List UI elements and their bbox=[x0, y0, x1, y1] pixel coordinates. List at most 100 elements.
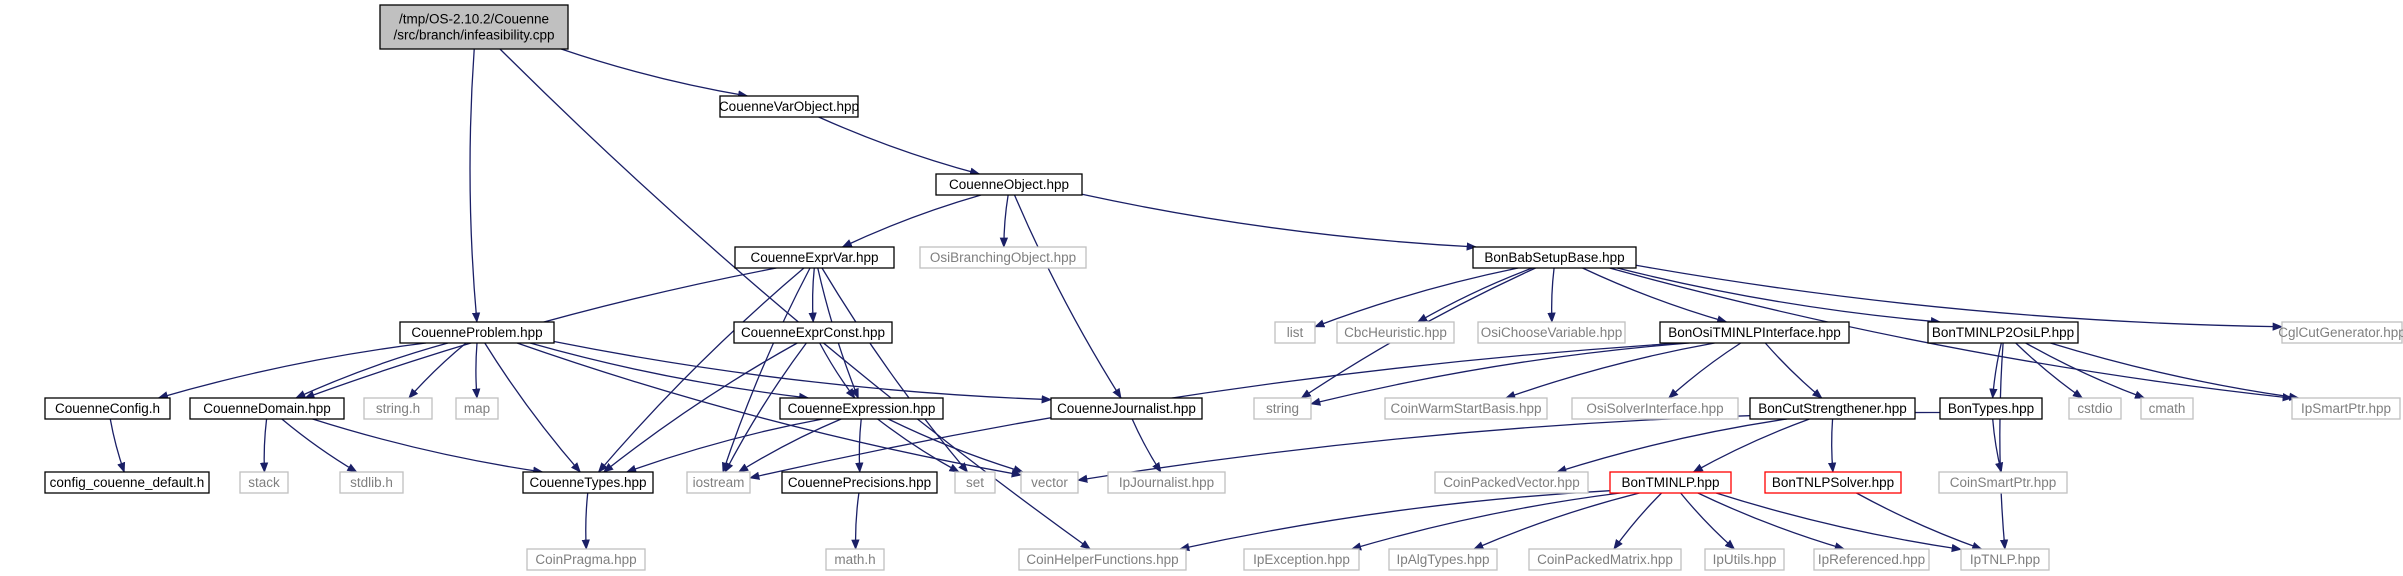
node-box[interactable] bbox=[239, 471, 289, 494]
node-stringh[interactable]: string.h bbox=[363, 397, 433, 420]
node-box[interactable] bbox=[2140, 397, 2194, 420]
node-object[interactable]: CouenneObject.hpp bbox=[935, 173, 1083, 196]
node-box[interactable] bbox=[2291, 397, 2401, 420]
node-box[interactable] bbox=[44, 471, 210, 494]
node-tnlpsolver[interactable]: BonTNLPSolver.hpp bbox=[1764, 471, 1902, 494]
node-coinpackedmat[interactable]: CoinPackedMatrix.hpp bbox=[1528, 548, 1682, 571]
node-coinpragma[interactable]: CoinPragma.hpp bbox=[526, 548, 646, 571]
node-box[interactable] bbox=[1336, 321, 1455, 344]
node-box[interactable] bbox=[1571, 397, 1739, 420]
node-box[interactable] bbox=[44, 397, 171, 420]
node-box[interactable] bbox=[719, 95, 859, 118]
node-box[interactable] bbox=[1609, 471, 1732, 494]
node-box[interactable] bbox=[379, 4, 569, 50]
node-iputils[interactable]: IpUtils.hpp bbox=[1704, 548, 1785, 571]
node-cbcheur[interactable]: CbcHeuristic.hpp bbox=[1336, 321, 1455, 344]
node-box[interactable] bbox=[1384, 397, 1548, 420]
node-root[interactable]: /tmp/OS-2.10.2/Couenne/src/branch/infeas… bbox=[379, 4, 569, 50]
node-box[interactable] bbox=[1960, 548, 2050, 571]
node-cutstrength[interactable]: BonCutStrengthener.hpp bbox=[1749, 397, 1916, 420]
node-bontminlp[interactable]: BonTMINLP.hpp bbox=[1609, 471, 1732, 494]
node-coinhelper[interactable]: CoinHelperFunctions.hpp bbox=[1018, 548, 1187, 571]
node-ipreferenced[interactable]: IpReferenced.hpp bbox=[1813, 548, 1930, 571]
node-box[interactable] bbox=[1020, 471, 1079, 494]
node-box[interactable] bbox=[935, 173, 1083, 196]
node-list[interactable]: list bbox=[1274, 321, 1316, 344]
node-exprconst[interactable]: CouenneExprConst.hpp bbox=[733, 321, 893, 344]
node-journalist[interactable]: CouenneJournalist.hpp bbox=[1050, 397, 1203, 420]
node-box[interactable] bbox=[455, 397, 499, 420]
node-box[interactable] bbox=[399, 321, 555, 344]
node-box[interactable] bbox=[1813, 548, 1930, 571]
node-box[interactable] bbox=[1938, 471, 2068, 494]
node-box[interactable] bbox=[1388, 548, 1498, 571]
node-stack[interactable]: stack bbox=[239, 471, 289, 494]
node-expression[interactable]: CouenneExpression.hpp bbox=[779, 397, 944, 420]
node-iostream[interactable]: iostream bbox=[686, 471, 751, 494]
node-box[interactable] bbox=[339, 471, 404, 494]
node-box[interactable] bbox=[919, 246, 1087, 269]
node-babsetup[interactable]: BonBabSetupBase.hpp bbox=[1472, 246, 1637, 269]
node-mathh[interactable]: math.h bbox=[825, 548, 885, 571]
node-problem[interactable]: CouenneProblem.hpp bbox=[399, 321, 555, 344]
node-varobject[interactable]: CouenneVarObject.hpp bbox=[719, 95, 859, 118]
node-box[interactable] bbox=[1018, 548, 1187, 571]
node-cstdio[interactable]: cstdio bbox=[2068, 397, 2122, 420]
node-coinpackedvec[interactable]: CoinPackedVector.hpp bbox=[1434, 471, 1589, 494]
node-box[interactable] bbox=[2281, 321, 2403, 344]
node-box[interactable] bbox=[686, 471, 751, 494]
node-box[interactable] bbox=[825, 548, 885, 571]
node-osichoose[interactable]: OsiChooseVariable.hpp bbox=[1477, 321, 1626, 344]
node-box[interactable] bbox=[1253, 397, 1312, 420]
node-box[interactable] bbox=[1274, 321, 1316, 344]
node-osibranching[interactable]: OsiBranchingObject.hpp bbox=[919, 246, 1087, 269]
node-coinwarm[interactable]: CoinWarmStartBasis.hpp bbox=[1384, 397, 1548, 420]
node-box[interactable] bbox=[1050, 397, 1203, 420]
node-ipalgtypes[interactable]: IpAlgTypes.hpp bbox=[1388, 548, 1498, 571]
node-box[interactable] bbox=[1764, 471, 1902, 494]
node-box[interactable] bbox=[189, 397, 345, 420]
node-config[interactable]: CouenneConfig.h bbox=[44, 397, 171, 420]
node-map[interactable]: map bbox=[455, 397, 499, 420]
node-box[interactable] bbox=[526, 548, 646, 571]
node-cglcut[interactable]: CglCutGenerator.hpp bbox=[2278, 321, 2403, 344]
node-box[interactable] bbox=[1243, 548, 1360, 571]
node-domain[interactable]: CouenneDomain.hpp bbox=[189, 397, 345, 420]
node-types[interactable]: CouenneTypes.hpp bbox=[522, 471, 654, 494]
node-box[interactable] bbox=[1659, 321, 1850, 344]
node-osisolver[interactable]: OsiSolverInterface.hpp bbox=[1571, 397, 1739, 420]
node-box[interactable] bbox=[734, 246, 895, 269]
node-box[interactable] bbox=[522, 471, 654, 494]
node-ipsmartptr[interactable]: IpSmartPtr.hpp bbox=[2291, 397, 2401, 420]
node-set[interactable]: set bbox=[954, 471, 996, 494]
node-vector[interactable]: vector bbox=[1020, 471, 1079, 494]
node-box[interactable] bbox=[2068, 397, 2122, 420]
node-box[interactable] bbox=[1107, 471, 1226, 494]
node-stdlib[interactable]: stdlib.h bbox=[339, 471, 404, 494]
node-box[interactable] bbox=[1477, 321, 1626, 344]
node-box[interactable] bbox=[779, 397, 944, 420]
node-ipjournalist[interactable]: IpJournalist.hpp bbox=[1107, 471, 1226, 494]
node-tminlp2osilp[interactable]: BonTMINLP2OsiLP.hpp bbox=[1927, 321, 2079, 344]
node-ipexception[interactable]: IpException.hpp bbox=[1243, 548, 1360, 571]
node-coinsmartptr[interactable]: CoinSmartPtr.hpp bbox=[1938, 471, 2068, 494]
node-string[interactable]: string bbox=[1253, 397, 1312, 420]
node-box[interactable] bbox=[1749, 397, 1916, 420]
node-box[interactable] bbox=[1472, 246, 1637, 269]
node-box[interactable] bbox=[1927, 321, 2079, 344]
node-iptnlp[interactable]: IpTNLP.hpp bbox=[1960, 548, 2050, 571]
node-ositminlp[interactable]: BonOsiTMINLPInterface.hpp bbox=[1659, 321, 1850, 344]
node-box[interactable] bbox=[733, 321, 893, 344]
node-box[interactable] bbox=[1434, 471, 1589, 494]
node-box[interactable] bbox=[954, 471, 996, 494]
node-box[interactable] bbox=[1528, 548, 1682, 571]
node-bontypes[interactable]: BonTypes.hpp bbox=[1939, 397, 2043, 420]
node-configdef[interactable]: config_couenne_default.h bbox=[44, 471, 210, 494]
node-cmath[interactable]: cmath bbox=[2140, 397, 2194, 420]
node-box[interactable] bbox=[1704, 548, 1785, 571]
node-box[interactable] bbox=[363, 397, 433, 420]
node-precisions[interactable]: CouennePrecisions.hpp bbox=[781, 471, 938, 494]
node-box[interactable] bbox=[1939, 397, 2043, 420]
node-box[interactable] bbox=[781, 471, 938, 494]
node-exprvar[interactable]: CouenneExprVar.hpp bbox=[734, 246, 895, 269]
